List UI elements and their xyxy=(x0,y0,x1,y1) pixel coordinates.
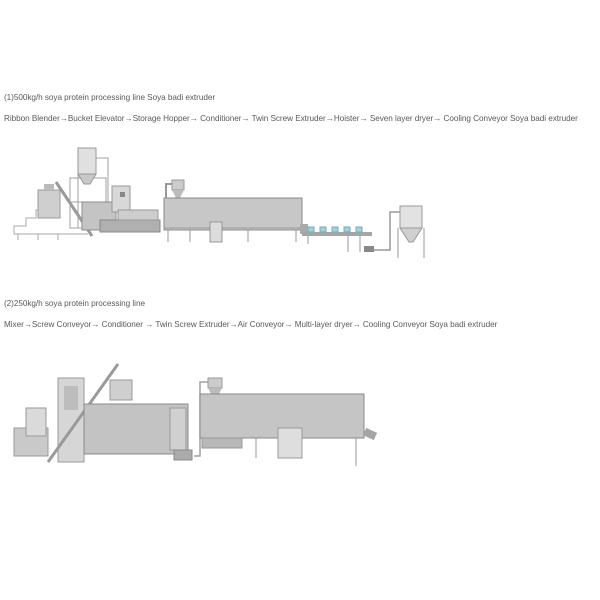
section-1-machinery-image xyxy=(8,142,438,270)
section-2-heading: (2)250kg/h soya protein processing line xyxy=(4,299,145,308)
section-2-machinery-image xyxy=(10,356,390,476)
section-1-flow: Ribbon Blender→Bucket Elevator→Storage H… xyxy=(4,114,578,123)
section-1-heading: (1)500kg/h soya protein processing line … xyxy=(4,93,216,102)
section-2-flow: Mixer→Screw Conveyor→ Conditioner → Twin… xyxy=(4,320,498,329)
